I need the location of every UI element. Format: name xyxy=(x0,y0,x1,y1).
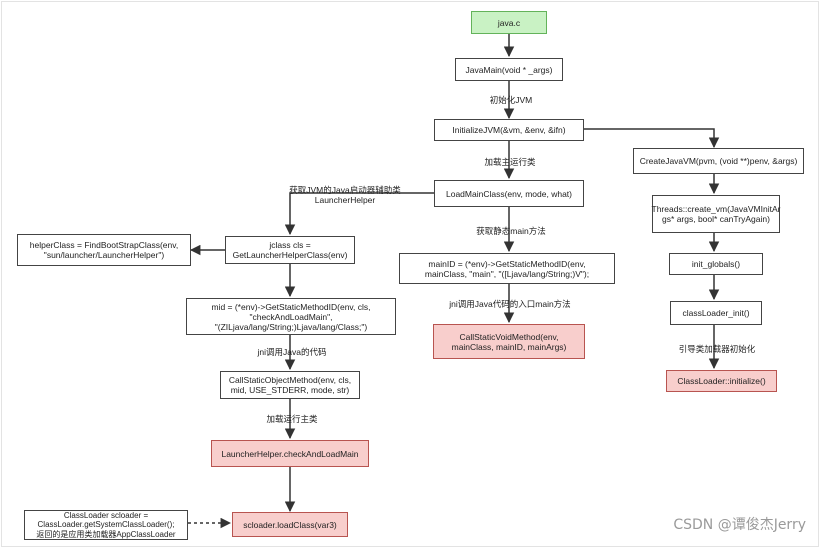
node-classloader-note: ClassLoader scloader = ClassLoader.getSy… xyxy=(24,510,188,540)
label-jni-main-entry: jni调用Java代码的入口main方法 xyxy=(449,299,571,309)
label-load-main-class: 加载主运行类 xyxy=(484,157,536,167)
node-threads-create-vm: Threads::create_vm(JavaVMInitAr gs* args… xyxy=(652,195,780,233)
label-load-run-class: 加载运行主类 xyxy=(266,414,318,424)
label-get-static-main: 获取静态main方法 xyxy=(476,226,546,236)
node-getstaticmethodid-main: mainID = (*env)->GetStaticMethodID(env, … xyxy=(399,253,615,284)
node-loadclass: scloader.loadClass(var3) xyxy=(232,512,348,537)
label-jni-call-java: jni调用Java的代码 xyxy=(257,347,327,357)
node-init-globals: init_globals() xyxy=(669,253,763,275)
label-get-launcher-helper: 获取JVM的Java启动器辅助类 LauncherHelper xyxy=(289,185,401,205)
node-helperclass: helperClass = FindBootStrapClass(env, "s… xyxy=(17,234,191,266)
watermark: CSDN @谭俊杰Jerry xyxy=(673,517,806,533)
node-createjavavm: CreateJavaVM(pvm, (void **)penv, &args) xyxy=(633,148,804,174)
node-callstaticvoidmethod: CallStaticVoidMethod(env, mainClass, mai… xyxy=(433,324,585,359)
node-java-c: java.c xyxy=(471,11,547,34)
node-getstaticmethodid-checkandloadmain: mid = (*env)->GetStaticMethodID(env, cls… xyxy=(186,298,396,335)
label-init-jvm: 初始化JVM xyxy=(489,95,533,105)
node-javamain: JavaMain(void * _args) xyxy=(455,58,563,81)
node-initializejvm: InitializeJVM(&vm, &env, &ifn) xyxy=(434,119,584,141)
label-bootstrap-loader-init: 引导类加载器初始化 xyxy=(678,344,756,354)
edge-initjvm-createjvm xyxy=(584,128,720,149)
node-checkandloadmain: LauncherHelper.checkAndLoadMain xyxy=(211,440,369,467)
node-classloader-initialize: ClassLoader::initialize() xyxy=(666,370,777,392)
node-classloader-init: classLoader_init() xyxy=(670,301,762,325)
edge-loadmain-getlauncher xyxy=(284,192,434,236)
node-loadmainclass: LoadMainClass(env, mode, what) xyxy=(434,180,584,207)
node-callstaticobjectmethod: CallStaticObjectMethod(env, cls, mid, US… xyxy=(220,371,360,399)
node-getlauncherhelperclass: jclass cls = GetLauncherHelperClass(env) xyxy=(225,236,355,264)
